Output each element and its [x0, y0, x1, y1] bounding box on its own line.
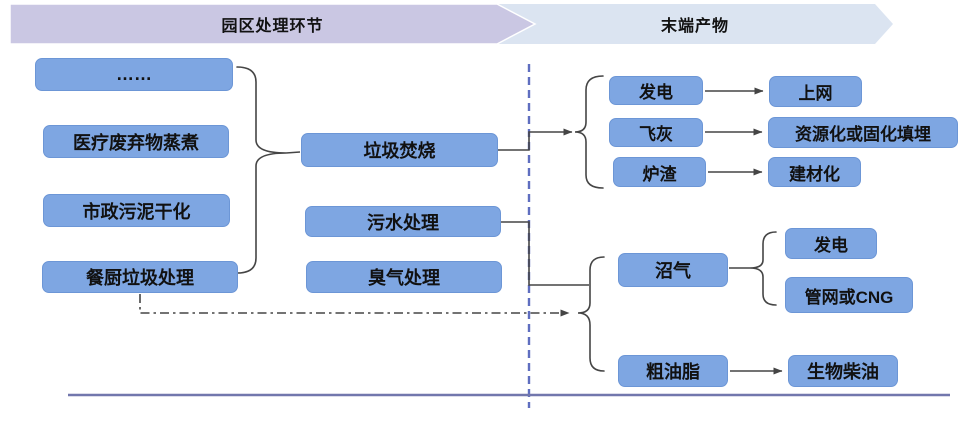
biogas-outputs-brace	[749, 231, 777, 306]
node-kitchen-waste: 餐厨垃圾处理	[42, 261, 238, 293]
node-crude-grease: 粗油脂	[618, 355, 728, 387]
node-power-generation-top: 发电	[609, 76, 703, 105]
node-municipal-sludge: 市政污泥干化	[43, 194, 230, 227]
node-resource-or-landfill: 资源化或固化填埋	[768, 117, 958, 148]
node-power-generation-bottom: 发电	[785, 228, 877, 259]
node-incineration: 垃圾焚烧	[301, 133, 498, 167]
node-biogas: 沼气	[618, 253, 728, 287]
process-stage-banner-shape	[9, 3, 537, 45]
end-products-banner-label: 末端产物	[660, 18, 729, 35]
top-right-group-brace	[574, 75, 604, 189]
node-building-material: 建材化	[768, 157, 861, 187]
node-sewage-treatment: 污水处理	[305, 206, 501, 237]
sewage-connector	[501, 221, 589, 286]
node-pipeline-or-cng: 管网或CNG	[785, 277, 913, 313]
incineration-connector	[498, 128, 573, 151]
node-furnace-slag: 炉渣	[613, 157, 706, 187]
node-medical-waste: 医疗废弃物蒸煮	[43, 125, 229, 158]
node-biodiesel: 生物柴油	[788, 355, 898, 387]
node-grid-connection: 上网	[769, 76, 862, 107]
process-stage-banner-label: 园区处理环节	[221, 18, 324, 35]
node-ellipsis: ……	[35, 58, 233, 91]
kitchen-waste-dashdot-connector	[139, 294, 570, 317]
node-odor-treatment: 臭气处理	[306, 261, 502, 293]
brace-to-incineration-link	[285, 151, 301, 154]
left-group-brace	[236, 66, 287, 274]
end-products-banner-shape	[497, 4, 893, 44]
bottom-right-group-brace	[577, 256, 605, 372]
node-fly-ash: 飞灰	[609, 118, 703, 147]
